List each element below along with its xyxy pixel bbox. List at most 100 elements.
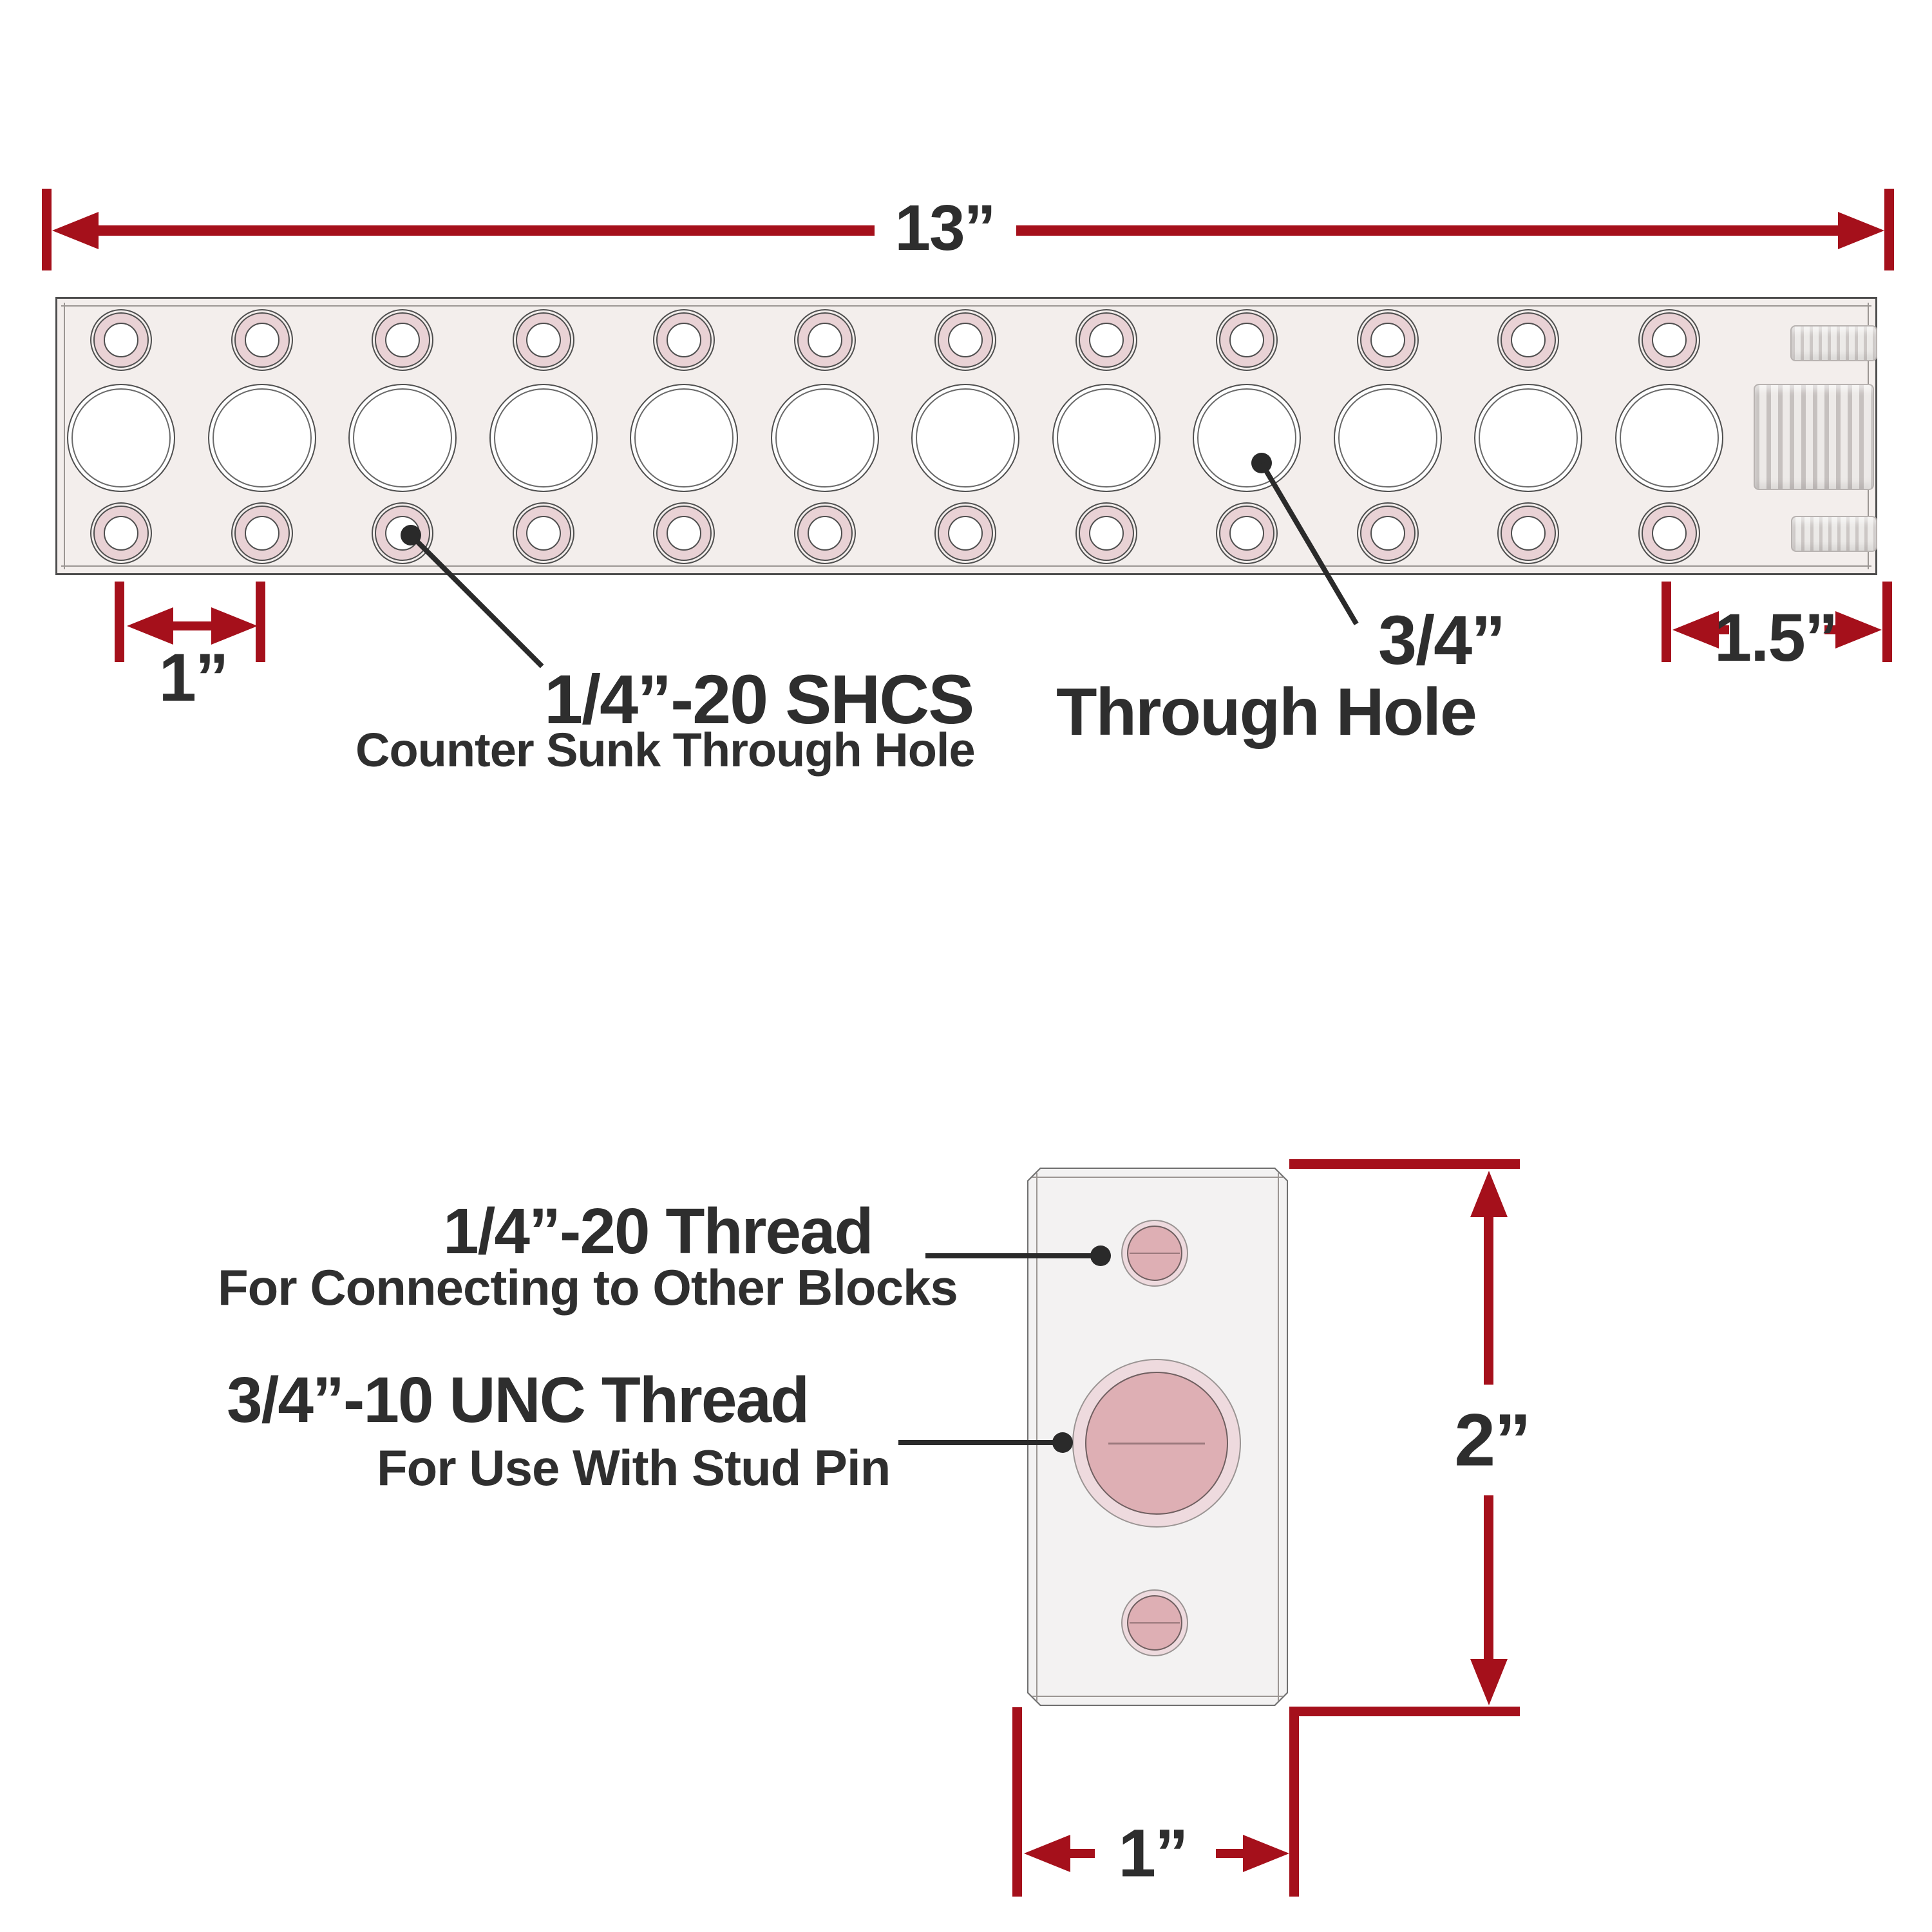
block-right-bevel-line (1278, 1173, 1279, 1701)
through-hole (1052, 384, 1160, 492)
countersunk-hole-bottom (1638, 502, 1700, 564)
unc-thread-leader-dot (1052, 1432, 1073, 1453)
dim-1p5-right-stub (1824, 625, 1841, 634)
countersink-bore (1229, 516, 1264, 551)
countersunk-hole-bottom (1216, 502, 1278, 564)
quarter-thread-bottom-slot (1130, 1622, 1180, 1624)
countersink-bore (104, 323, 138, 357)
dim-1p5-right-tick (1882, 582, 1892, 662)
countersink-bore (244, 323, 279, 357)
through-hole (770, 384, 879, 492)
dim-1w-left-stub (1066, 1849, 1095, 1858)
countersink-outer-ring (372, 309, 433, 371)
countersink-outer-ring (231, 309, 293, 371)
dim-1p5-left-tick (1662, 582, 1671, 662)
through-hole (207, 384, 316, 492)
countersunk-hole-top (1216, 309, 1278, 371)
countersunk-hole-top (934, 309, 996, 371)
dim-13-left-arrowhead (52, 212, 99, 249)
end-thread-three-quarter (1754, 384, 1874, 490)
quarter-thread-leader-line (925, 1253, 1098, 1258)
through-hole (630, 384, 738, 492)
countersink-bore (1088, 516, 1124, 551)
end-block (1027, 1168, 1288, 1706)
countersink-bore (1511, 323, 1546, 357)
through-hole-bore (1056, 388, 1156, 488)
countersink-outer-ring (1497, 502, 1559, 564)
through-hole-bore (71, 388, 171, 488)
countersink-bore (1651, 516, 1687, 551)
countersink-bore (1370, 516, 1405, 551)
dim-13-right-tick (1884, 189, 1894, 270)
countersunk-hole-bottom (90, 502, 152, 564)
countersink-bore (526, 516, 561, 551)
through-hole (67, 384, 175, 492)
dim-1-left-tick (115, 582, 124, 662)
through-hole-size-label: 3/4” (1378, 601, 1506, 679)
countersink-outer-ring (1497, 309, 1559, 371)
through-hole-bore (1338, 388, 1437, 488)
quarter-thread-leader-dot (1090, 1245, 1111, 1266)
through-hole (1193, 384, 1301, 492)
through-hole-bore (916, 388, 1015, 488)
dim-1w-label: 1” (1118, 1815, 1189, 1891)
through-hole-sublabel: Through Hole (1056, 675, 1477, 750)
countersink-outer-ring (1356, 502, 1419, 564)
shcs-label: 1/4”-20 SHCS (544, 660, 974, 738)
countersink-bore (807, 323, 842, 357)
countersink-outer-ring (90, 502, 152, 564)
tooling-bar (55, 297, 1877, 575)
dim-13-left-tick (42, 189, 52, 270)
countersink-outer-ring (1638, 309, 1700, 371)
countersink-bore (1511, 516, 1546, 551)
countersunk-hole-top (653, 309, 715, 371)
block-bottom-bevel-line (1032, 1696, 1283, 1697)
countersink-outer-ring (1356, 309, 1419, 371)
countersunk-hole-top (372, 309, 433, 371)
countersunk-hole-top (1638, 309, 1700, 371)
countersunk-hole-top (231, 309, 293, 371)
dim-13-line-right (1016, 225, 1841, 236)
through-hole (1333, 384, 1442, 492)
countersink-bore (1370, 323, 1405, 357)
dim-13-label: 13” (895, 192, 996, 264)
countersink-bore (667, 323, 701, 357)
countersunk-hole-bottom (793, 502, 856, 564)
dim-1p5-left-stub (1713, 625, 1729, 634)
countersunk-hole-bottom (512, 502, 574, 564)
countersink-outer-ring (1075, 309, 1137, 371)
through-hole (1615, 384, 1723, 492)
countersink-outer-ring (231, 502, 293, 564)
bar-top-bevel-line (61, 305, 1871, 307)
countersink-outer-ring (1216, 502, 1278, 564)
countersink-outer-ring (653, 502, 715, 564)
quarter-thread-sublabel: For Connecting to Other Blocks (218, 1259, 958, 1316)
countersink-bore (667, 516, 701, 551)
unc-thread-leader-line (898, 1440, 1065, 1445)
quarter-thread-label: 1/4”-20 Thread (443, 1195, 874, 1267)
countersink-outer-ring (372, 502, 433, 564)
countersink-cone (1219, 312, 1274, 368)
countersink-outer-ring (512, 309, 574, 371)
countersink-outer-ring (934, 502, 996, 564)
countersink-outer-ring (1638, 502, 1700, 564)
unc-thread-slot (1108, 1443, 1205, 1444)
through-hole (1474, 384, 1582, 492)
countersink-outer-ring (1216, 309, 1278, 371)
through-hole-bore (1619, 388, 1719, 488)
dim-1p5-label: 1.5” (1714, 600, 1838, 676)
countersink-outer-ring (90, 309, 152, 371)
countersunk-hole-bottom (1356, 502, 1419, 564)
dim-1p5-right-arrowhead (1835, 611, 1882, 649)
countersink-bore (1088, 323, 1124, 357)
dim-1w-right-arrowhead (1243, 1835, 1289, 1872)
countersunk-hole-top (1497, 309, 1559, 371)
countersink-bore (244, 516, 279, 551)
dim-2-bottom-tick (1289, 1707, 1520, 1716)
countersink-bore (948, 323, 983, 357)
block-top-bevel-line (1032, 1177, 1283, 1178)
dim-2-down-arrowhead (1470, 1659, 1508, 1705)
unc-thread-sublabel: For Use With Stud Pin (377, 1439, 891, 1496)
dim-1p5-left-arrowhead (1672, 611, 1719, 649)
